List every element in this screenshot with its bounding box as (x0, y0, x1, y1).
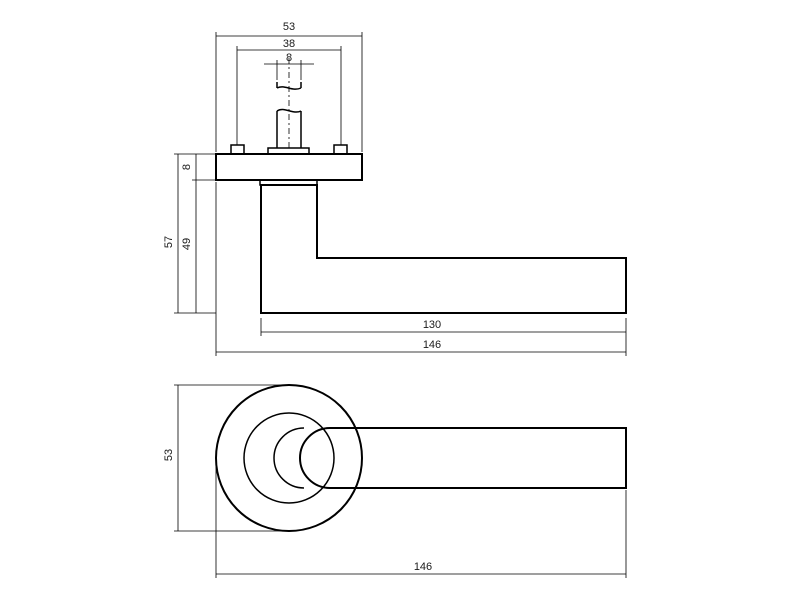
plan-view-dimensions (174, 384, 627, 578)
handle-inner-arc (273, 427, 305, 489)
dim-total-height: 57 (163, 236, 175, 248)
rose-inner-circle (243, 412, 335, 504)
dim-spindle-width: 8 (286, 52, 292, 64)
dim-handle-length: 130 (423, 319, 441, 331)
side-view (215, 82, 627, 314)
lever-handle-plan (299, 427, 627, 489)
screw-head-right (333, 144, 348, 155)
dim-total-length-top: 146 (423, 339, 441, 351)
dim-screw-spacing: 38 (283, 38, 295, 50)
dim-handle-height: 49 (181, 238, 193, 250)
rose-plate (215, 153, 363, 181)
plan-view (215, 384, 627, 532)
dim-total-length-bottom: 146 (414, 561, 432, 573)
spindle (276, 82, 302, 148)
lever-handle (260, 184, 627, 314)
dim-rose-thickness: 8 (181, 164, 193, 170)
screw-head-left (230, 144, 245, 155)
spindle-base (267, 147, 310, 155)
dim-rose-diameter: 53 (163, 449, 175, 461)
side-view-dimensions (174, 32, 627, 356)
rose-circle (215, 384, 363, 532)
dim-rose-width: 53 (283, 21, 295, 33)
